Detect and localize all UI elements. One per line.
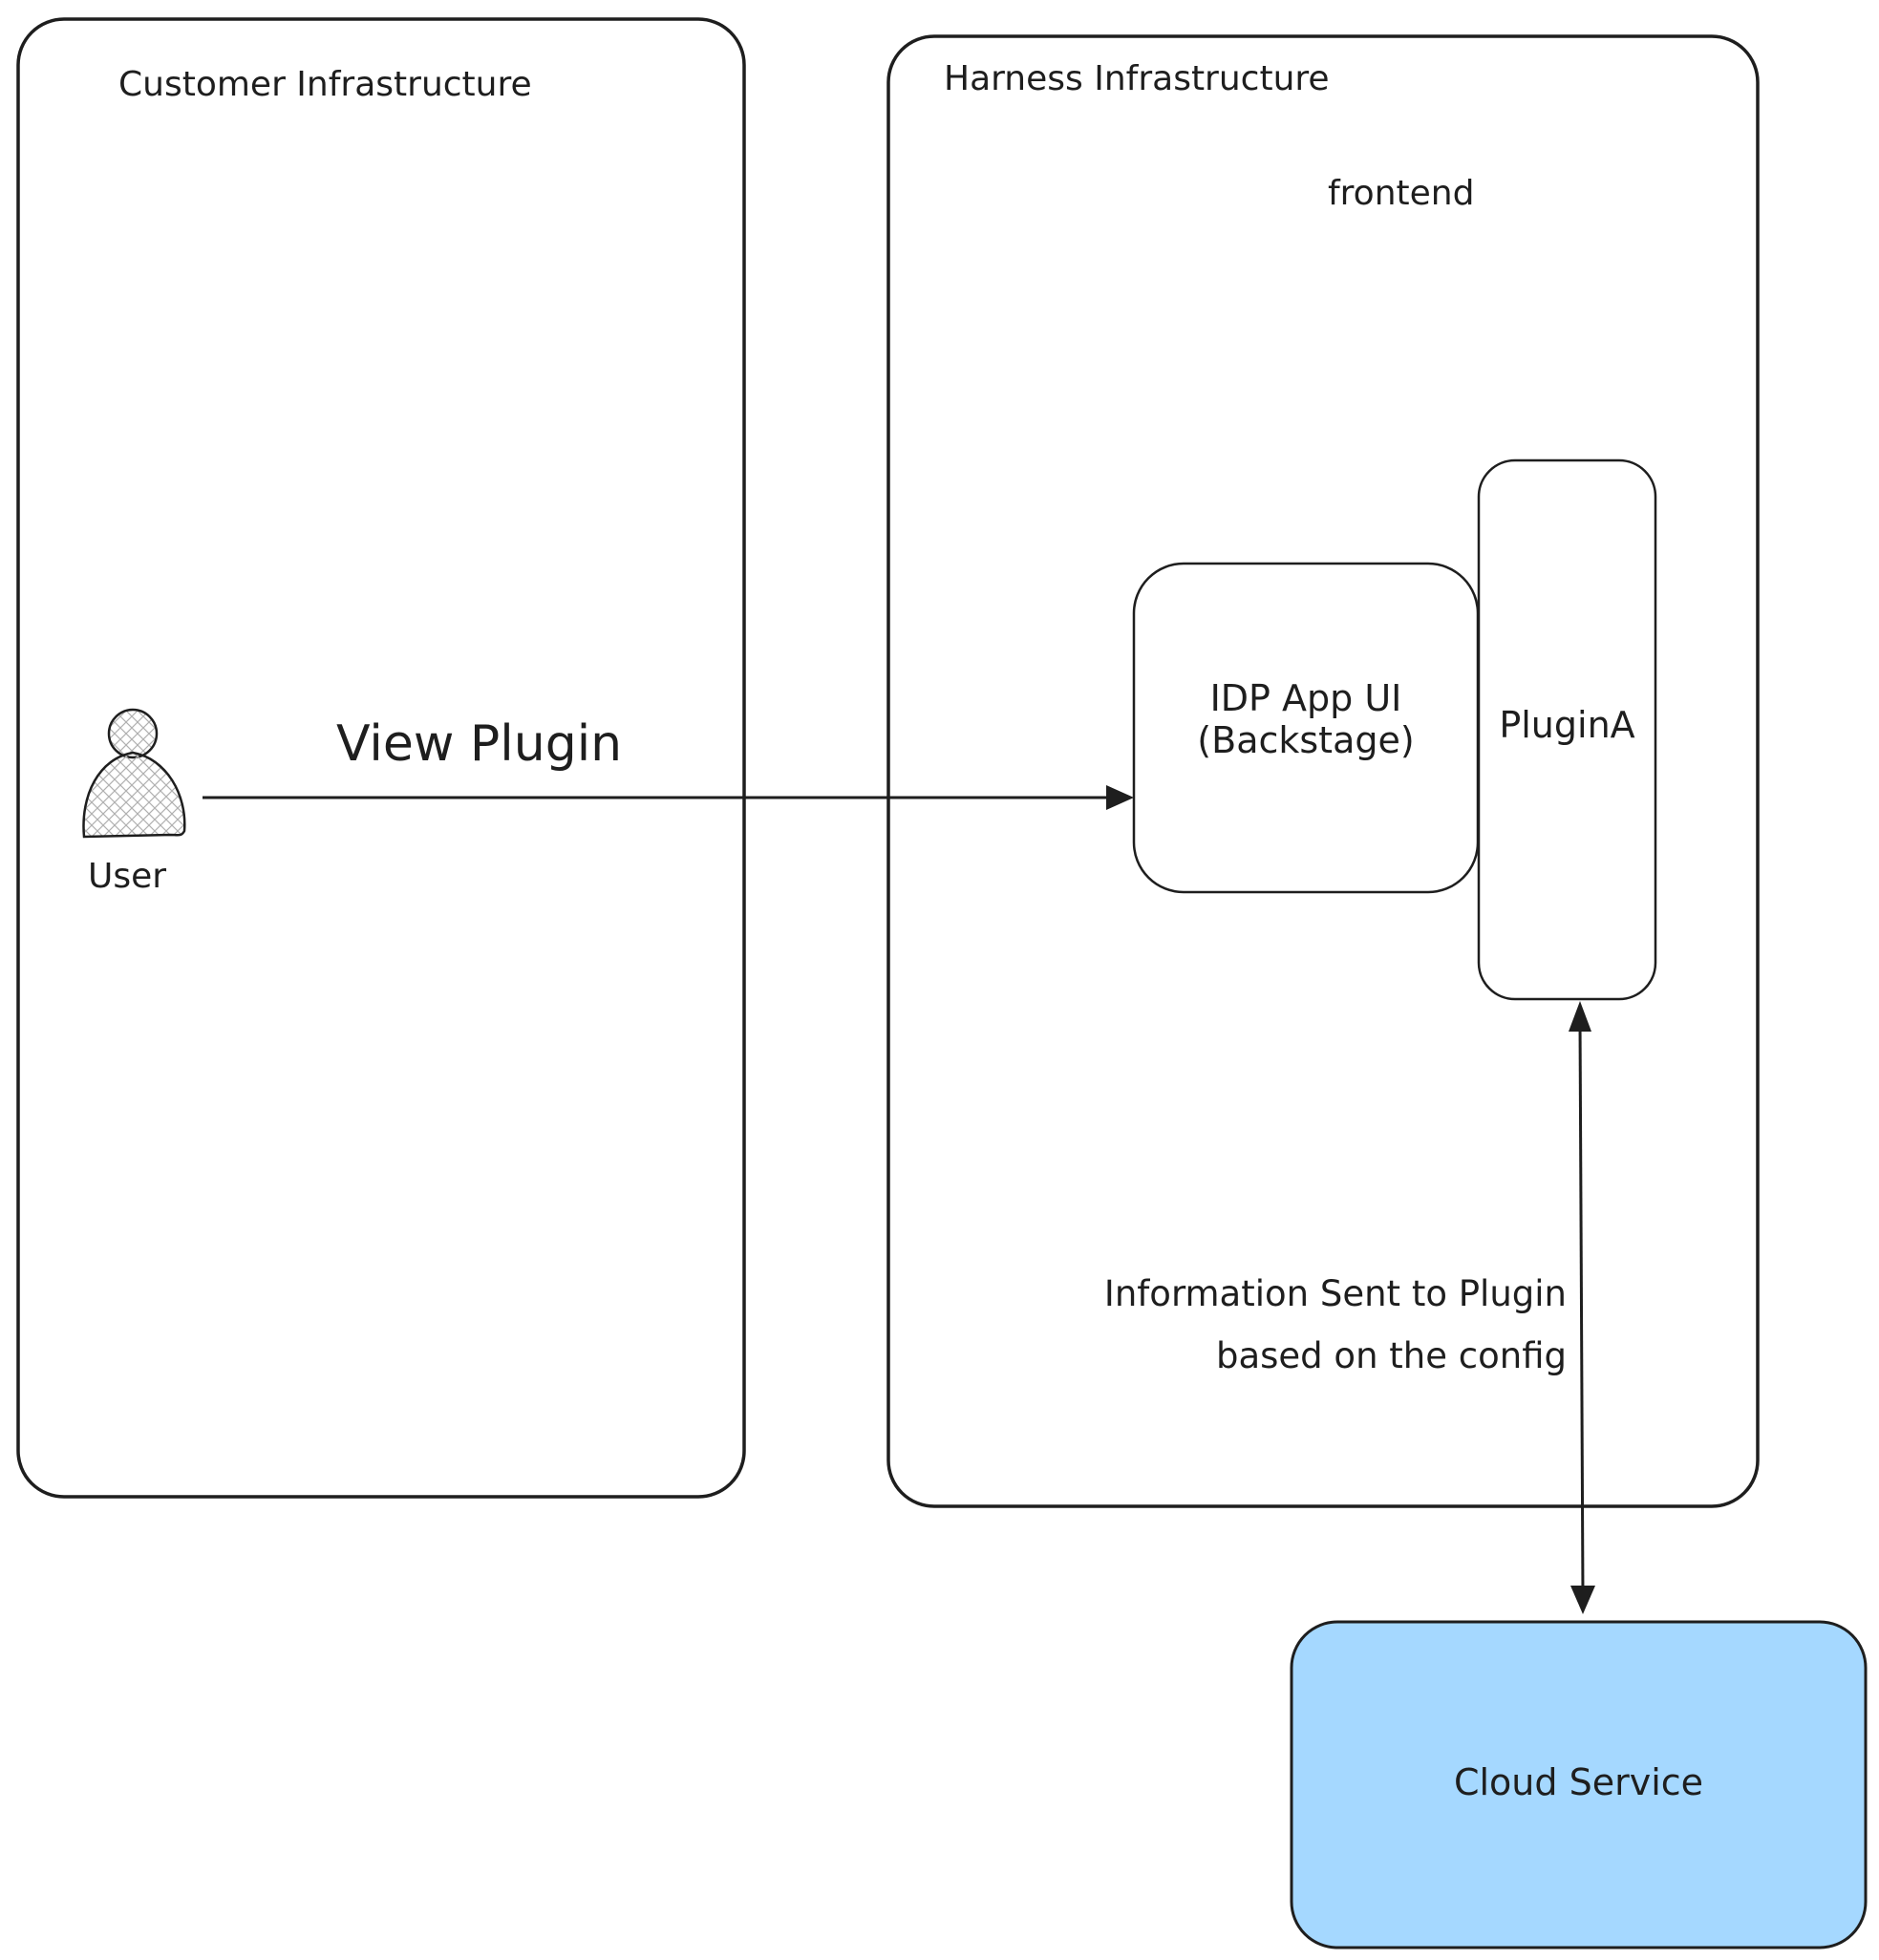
user-label: User (88, 857, 167, 896)
harness-infrastructure-zone (886, 34, 1760, 1508)
harness-infrastructure-title: Harness Infrastructure (944, 59, 1330, 98)
customer-infrastructure-zone (16, 17, 746, 1499)
plugin-a-label: PluginA (1499, 704, 1635, 746)
info-sent-label: Information Sent to Plugin based on the … (1013, 1273, 1567, 1376)
idp-app-ui-label: IDP App UI (Backstage) (1134, 677, 1478, 761)
customer-infrastructure-title: Customer Infrastructure (118, 65, 532, 104)
info-sent-line-2: based on the config (1215, 1334, 1567, 1376)
idp-app-ui-line-1: IDP App UI (1209, 677, 1402, 719)
plugin-a-box (1477, 458, 1657, 1001)
idp-app-ui-line-2: (Backstage) (1197, 718, 1415, 761)
info-sent-line-1: Information Sent to Plugin (1103, 1273, 1567, 1314)
view-plugin-arrow (203, 785, 1134, 810)
frontend-label: frontend (1328, 174, 1475, 213)
view-plugin-label: View Plugin (336, 715, 623, 773)
plugin-cloud-arrow (1569, 1001, 1595, 1614)
cloud-service-box (1290, 1620, 1868, 1949)
user-person-icon (82, 708, 186, 839)
cloud-service-label: Cloud Service (1453, 1761, 1704, 1803)
